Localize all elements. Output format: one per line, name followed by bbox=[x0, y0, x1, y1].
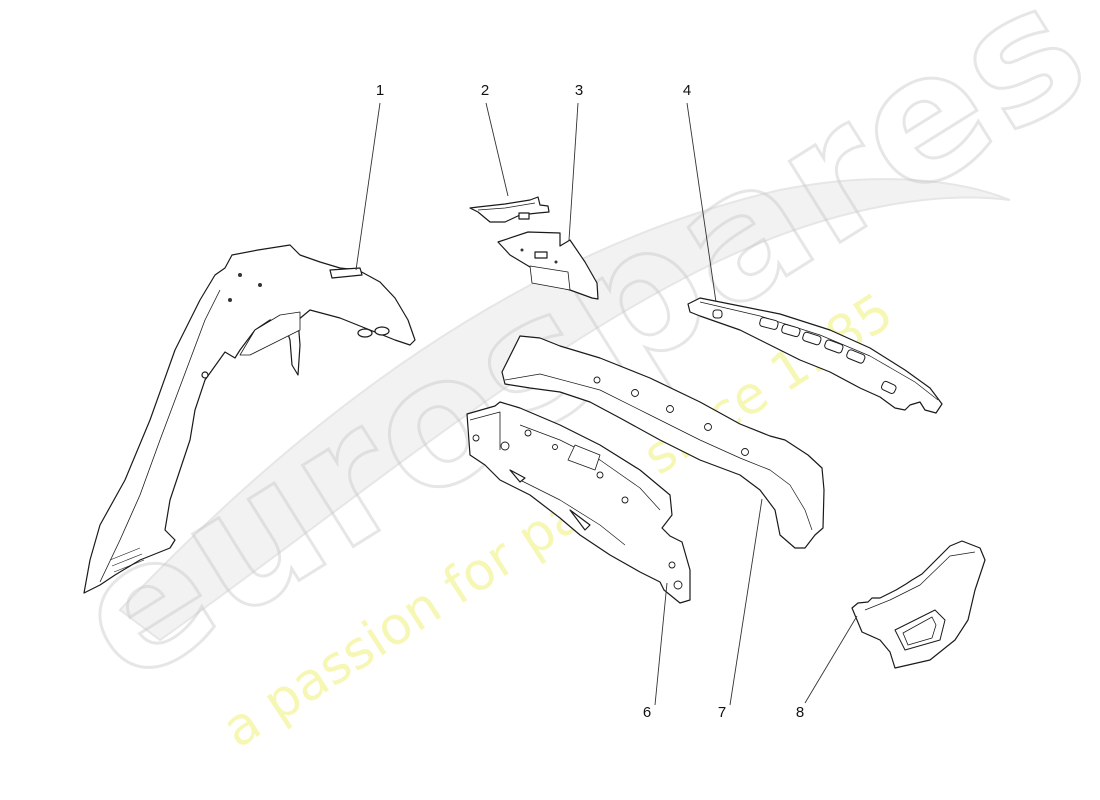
callout-4[interactable]: 4 bbox=[682, 82, 692, 99]
part-3-gusset bbox=[497, 231, 599, 300]
callout-2[interactable]: 2 bbox=[480, 82, 490, 99]
leader-line-2 bbox=[485, 102, 509, 197]
callout-8[interactable]: 8 bbox=[795, 704, 805, 721]
leader-line-6 bbox=[654, 582, 668, 706]
callout-1[interactable]: 1 bbox=[375, 82, 385, 99]
part-7-rail-channel bbox=[501, 335, 825, 549]
leader-lines bbox=[355, 102, 858, 706]
leader-line-8 bbox=[804, 615, 858, 704]
part-1-wheel-arch-panel bbox=[83, 244, 416, 594]
leader-line-4 bbox=[686, 102, 717, 303]
leader-line-1 bbox=[355, 102, 381, 271]
part-6-floor-member bbox=[466, 401, 691, 604]
leader-line-7 bbox=[729, 498, 763, 706]
callout-6[interactable]: 6 bbox=[642, 704, 652, 721]
part-4-cross-member bbox=[687, 297, 943, 414]
part-2-bracket bbox=[469, 196, 550, 223]
part-8-closing-panel bbox=[851, 540, 986, 669]
callout-7[interactable]: 7 bbox=[717, 704, 727, 721]
callout-3[interactable]: 3 bbox=[574, 82, 584, 99]
leader-line-3 bbox=[568, 102, 579, 241]
